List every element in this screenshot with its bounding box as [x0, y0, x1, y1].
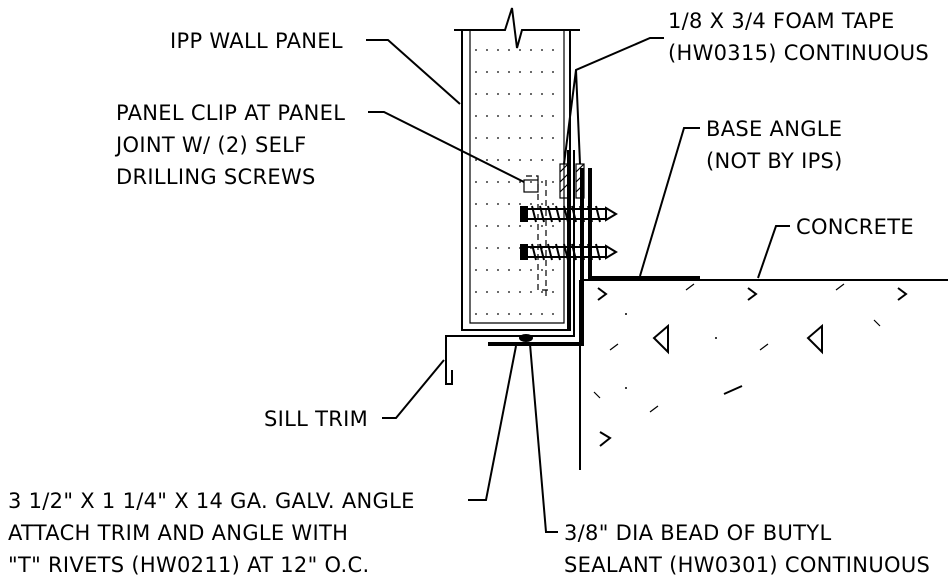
label-foam-tape-line2: (HW0315) CONTINUOUS: [668, 41, 929, 65]
self-drilling-screw-lower: [520, 243, 618, 261]
label-sill-trim: SILL TRIM: [264, 407, 368, 431]
label-panel-clip-line1: PANEL CLIP AT PANEL: [116, 101, 345, 125]
label-butyl-line2: SEALANT (HW0301) CONTINUOUS: [564, 553, 930, 577]
leader-butyl: [529, 343, 558, 533]
label-panel-clip-line2: JOINT W/ (2) SELF: [114, 133, 307, 157]
label-concrete: CONCRETE: [796, 215, 914, 239]
label-panel-clip-line3: DRILLING SCREWS: [116, 165, 316, 189]
self-drilling-screw-upper: [520, 205, 618, 223]
leader-wall-panel: [366, 39, 461, 105]
leader-foam-tape: [563, 37, 664, 165]
panel-clip: [523, 175, 550, 296]
leader-base-angle: [639, 127, 700, 277]
wall-panel: [454, 7, 580, 331]
leader-concrete: [757, 225, 790, 279]
label-galv-angle-line3: "T" RIVETS (HW0211) AT 12" O.C.: [8, 553, 369, 577]
butyl-sealant-bead: [519, 334, 533, 342]
concrete-slab: [579, 279, 948, 470]
leader-panel-clip: [368, 111, 525, 183]
label-galv-angle-line2: ATTACH TRIM AND ANGLE WITH: [8, 521, 348, 545]
galv-angle: [488, 168, 584, 346]
label-base-angle-line1: BASE ANGLE: [706, 117, 842, 141]
label-butyl-line1: 3/8" DIA BEAD OF BUTYL: [564, 521, 831, 545]
leader-galv-angle: [468, 345, 517, 501]
label-wall-panel: IPP WALL PANEL: [170, 29, 343, 53]
break-line: [454, 7, 580, 49]
label-base-angle-line2: (NOT BY IPS): [706, 149, 843, 173]
label-galv-angle-line1: 3 1/2" X 1 1/4" X 14 GA. GALV. ANGLE: [8, 489, 415, 513]
label-foam-tape-line1: 1/8 X 3/4 FOAM TAPE: [668, 9, 895, 33]
leader-sill-trim: [382, 359, 445, 419]
base-angle: [588, 168, 700, 280]
leaders: [366, 37, 790, 533]
